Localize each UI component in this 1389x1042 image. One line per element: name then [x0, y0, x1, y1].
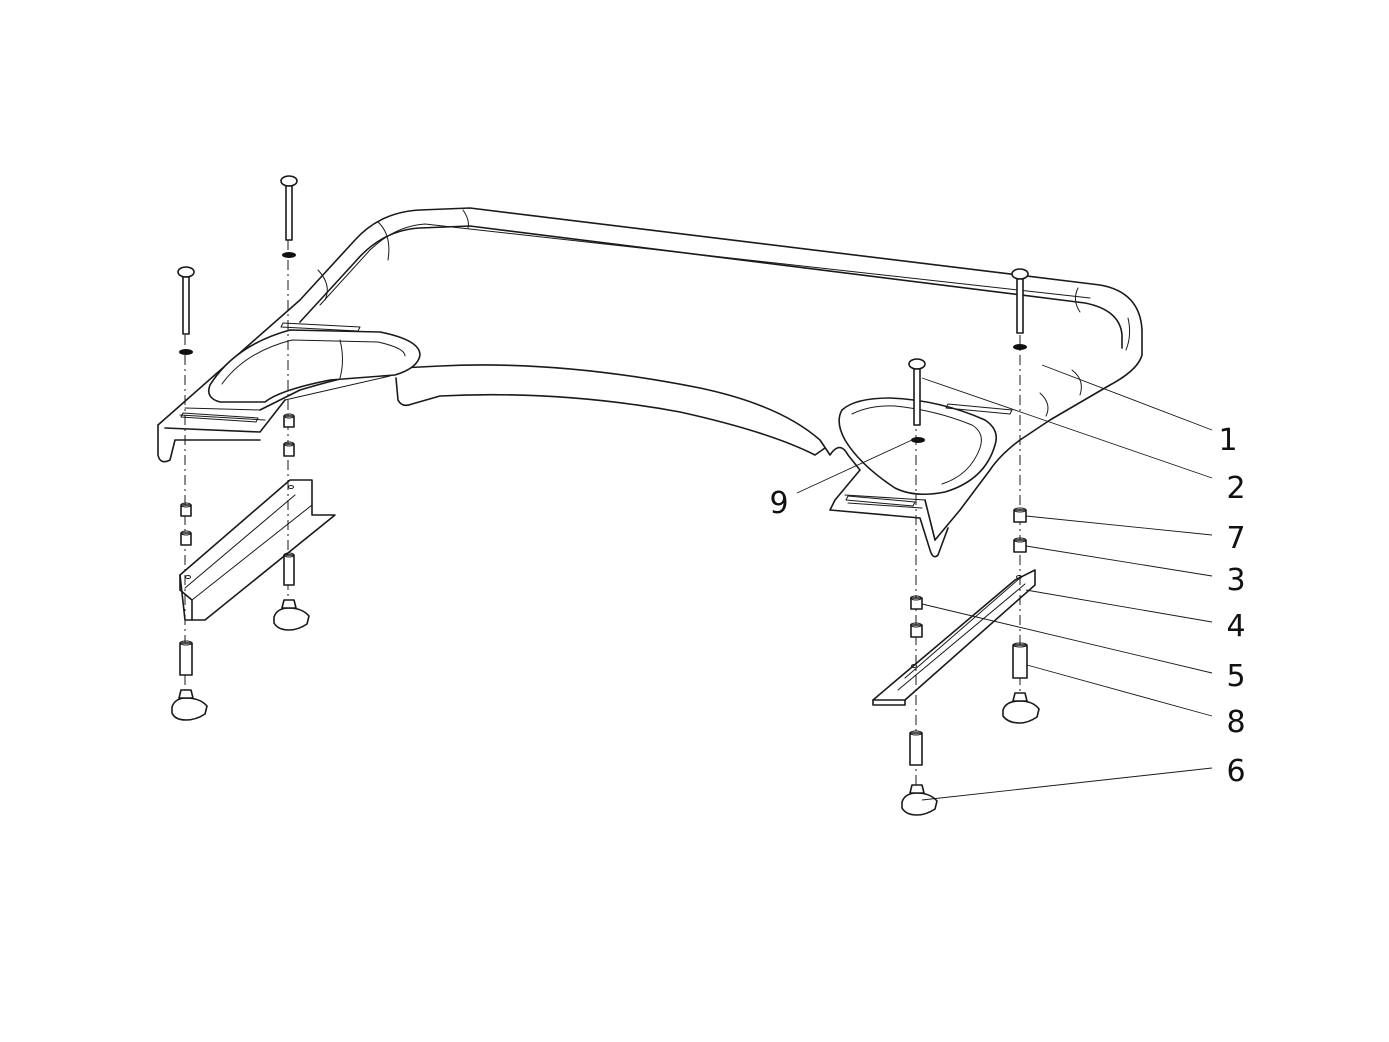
bolt-4 [1011, 268, 1029, 334]
callout-4: 4 [1226, 609, 1245, 644]
levelling-feet [171, 599, 1040, 816]
washer-3 [911, 437, 925, 443]
bolt-1 [177, 266, 195, 335]
washer-4 [1013, 344, 1027, 350]
right-pad [838, 397, 998, 496]
bolt-2 [280, 175, 298, 241]
callouts: 1 2 7 3 4 5 8 6 9 [769, 423, 1245, 789]
spacers [180, 413, 1027, 638]
washer-1 [179, 349, 193, 355]
right-support-rail [872, 569, 1036, 706]
left-support-rail [179, 479, 336, 621]
callout-3: 3 [1226, 563, 1245, 598]
left-pad [207, 329, 421, 403]
long-spacers [179, 552, 1028, 766]
callout-8: 8 [1226, 705, 1245, 740]
washer-2 [282, 252, 296, 258]
callout-7: 7 [1226, 521, 1245, 556]
bolt-3 [908, 358, 926, 426]
callout-2: 2 [1226, 471, 1245, 506]
callout-9: 9 [769, 486, 788, 521]
callout-5: 5 [1226, 659, 1245, 694]
tray-frame [157, 207, 1143, 558]
callout-6: 6 [1226, 754, 1245, 789]
leader-lines [796, 364, 1213, 801]
callout-1: 1 [1218, 423, 1237, 458]
